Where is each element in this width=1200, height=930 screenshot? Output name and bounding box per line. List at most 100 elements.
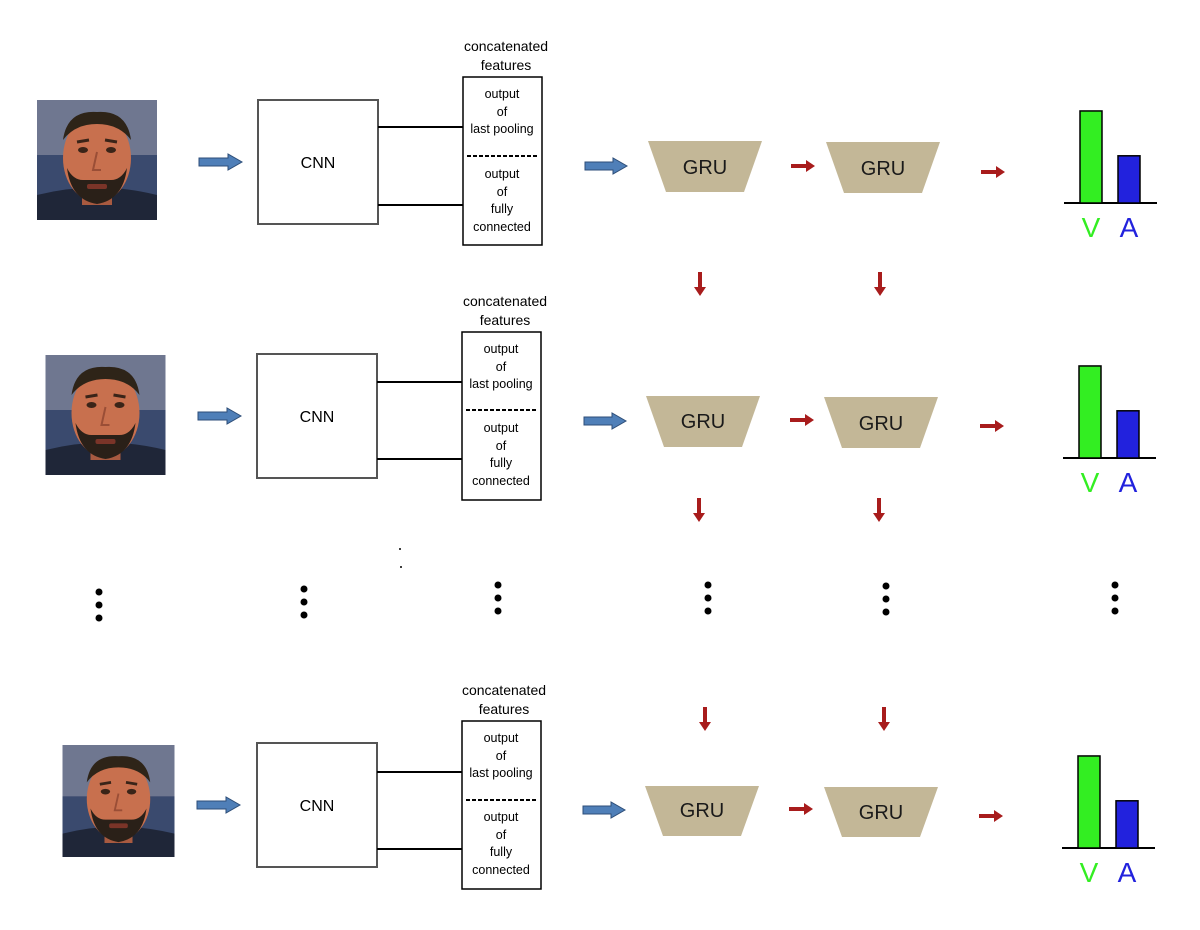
gru-label: GRU <box>683 157 727 179</box>
fc-text-3: fully <box>491 202 514 216</box>
arousal-bar <box>1115 800 1139 849</box>
blue-right-arrow-icon <box>198 153 244 171</box>
fc-text-4: connected <box>473 220 531 234</box>
pool-text-3: last pooling <box>470 122 533 136</box>
valence-bar <box>1077 755 1101 849</box>
red-arrow-icon <box>980 420 1004 432</box>
pool-text-1: output <box>485 87 520 101</box>
pool-text-1: output <box>484 342 519 356</box>
vertical-dots-icon <box>95 588 103 622</box>
gru-block <box>648 141 762 192</box>
blue-right-arrow-icon <box>583 412 628 430</box>
fc-text-2: of <box>496 828 507 842</box>
arousal-label: A <box>1118 857 1137 888</box>
fc-text-4: connected <box>472 474 530 488</box>
arousal-label: A <box>1120 212 1139 243</box>
row-1: CNN concatenated features output of last… <box>37 38 1157 246</box>
gru-label: GRU <box>859 802 903 824</box>
red-arrow-icon <box>979 810 1003 822</box>
pool-text-2: of <box>496 360 507 374</box>
face-photo-icon <box>37 100 157 220</box>
valence-label: V <box>1080 857 1099 888</box>
gru-block <box>824 397 938 448</box>
row-3: CNN concatenated features output of last… <box>61 682 1155 890</box>
gru-block <box>826 142 940 193</box>
blue-right-arrow-icon <box>584 157 629 175</box>
arousal-bar <box>1116 410 1140 459</box>
ellipsis-row <box>95 581 1119 622</box>
vertical-dots-icon <box>1111 581 1119 615</box>
features-caption: concatenated <box>462 682 546 698</box>
features-caption: concatenated <box>464 38 548 54</box>
red-arrow-icon <box>791 160 815 172</box>
red-down-arrow-icon <box>699 707 711 731</box>
fc-text-1: output <box>484 810 519 824</box>
red-arrow-icon <box>790 414 814 426</box>
pool-text-3: last pooling <box>469 766 532 780</box>
cnn-label: CNN <box>300 409 335 426</box>
cnn-label: CNN <box>300 798 335 815</box>
features-box <box>461 331 542 501</box>
pool-text-2: of <box>496 749 507 763</box>
gru-block <box>645 786 759 836</box>
red-down-arrow-icon <box>873 498 885 522</box>
gru-label: GRU <box>681 411 725 433</box>
face-image-1 <box>37 100 157 220</box>
face-photo-icon <box>61 745 176 857</box>
vertical-dots-icon <box>300 585 308 619</box>
valence-label: V <box>1081 467 1100 498</box>
features-caption-2: features <box>479 701 530 717</box>
gru-label: GRU <box>859 413 903 435</box>
va-bar-chart: V A <box>1064 110 1157 243</box>
face-image-2 <box>44 355 167 475</box>
fc-text-2: of <box>496 439 507 453</box>
pool-text-1: output <box>484 731 519 745</box>
vertical-dots-icon <box>704 581 712 615</box>
fc-text-3: fully <box>490 456 513 470</box>
arousal-bar <box>1117 155 1141 204</box>
red-down-arrow-icon <box>878 707 890 731</box>
face-image-3 <box>61 745 176 857</box>
gru-label: GRU <box>861 158 905 180</box>
red-down-arrow-icon <box>874 272 886 296</box>
va-bar-chart: V A <box>1063 365 1156 498</box>
pool-text-3: last pooling <box>469 377 532 391</box>
gru-block <box>646 396 760 447</box>
cnn-box <box>256 353 378 479</box>
face-photo-icon <box>44 355 167 475</box>
fc-text-2: of <box>497 185 508 199</box>
fc-text-1: output <box>485 167 520 181</box>
vertical-dots-icon <box>882 582 890 616</box>
fc-text-4: connected <box>472 863 530 877</box>
row-2: CNN concatenated features output of last… <box>44 293 1156 501</box>
pool-text-2: of <box>497 105 508 119</box>
red-down-arrow-icon <box>693 498 705 522</box>
valence-bar <box>1078 365 1102 459</box>
fc-text-1: output <box>484 421 519 435</box>
cnn-label: CNN <box>301 155 336 172</box>
features-caption-2: features <box>480 312 531 328</box>
vertical-dots-icon <box>494 581 502 615</box>
red-down-arrow-icon <box>694 272 706 296</box>
arousal-label: A <box>1119 467 1138 498</box>
blue-right-arrow-icon <box>196 796 242 814</box>
cnn-box <box>257 99 379 225</box>
features-box <box>462 76 543 246</box>
features-box <box>461 720 542 890</box>
gru-label: GRU <box>680 800 724 822</box>
fc-text-3: fully <box>490 845 513 859</box>
features-caption-2: features <box>481 57 532 73</box>
stray-dot <box>399 548 401 550</box>
gru-block <box>824 787 938 837</box>
valence-bar <box>1079 110 1103 204</box>
valence-label: V <box>1082 212 1101 243</box>
features-caption: concatenated <box>463 293 547 309</box>
cnn-box <box>256 742 378 868</box>
stray-dot <box>400 566 402 568</box>
blue-right-arrow-icon <box>197 407 243 425</box>
va-bar-chart: V A <box>1062 755 1155 888</box>
red-arrow-icon <box>981 166 1005 178</box>
red-arrow-icon <box>789 803 813 815</box>
blue-right-arrow-icon <box>582 801 627 819</box>
